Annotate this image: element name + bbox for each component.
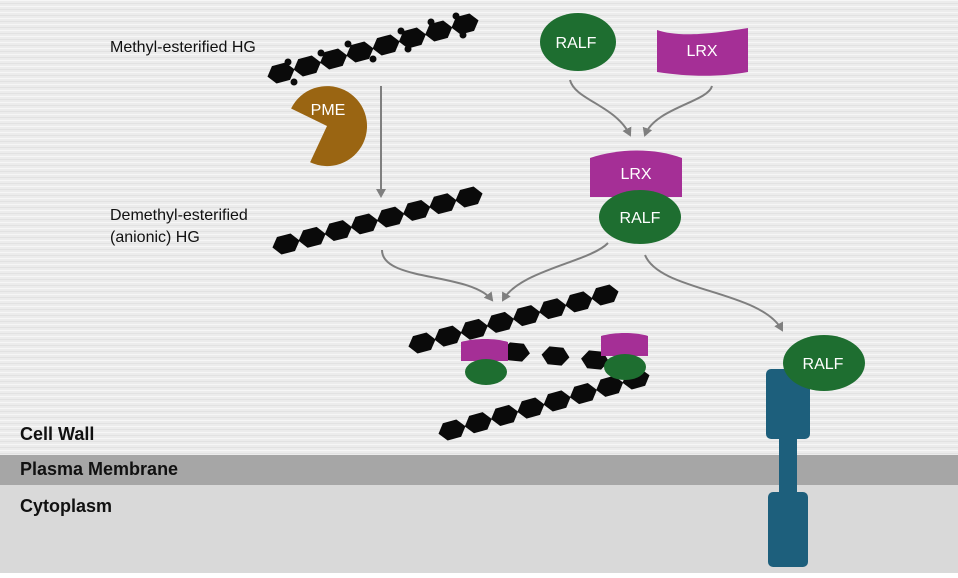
pectin-unit [293,55,321,77]
methyl-group-dot [369,55,377,63]
pectin-unit [272,233,300,255]
pectin-unit [403,199,431,221]
pectin-unit [350,213,378,235]
methyl-group-dot [404,45,412,53]
arrow-complex-to-binding [502,242,609,302]
pectin-unit [438,419,466,441]
lrx-complex-label: LRX [620,166,651,183]
ralf-complex-label: RALF [620,210,661,227]
methyl-group-dot [427,18,435,26]
lrx-protein-free [657,28,748,76]
lrx-bound-left [461,339,508,361]
plasma-membrane-label: Plasma Membrane [20,459,179,479]
methyl-group-dot [452,12,460,20]
pectin-unit [434,325,462,347]
pme-enzyme [291,86,368,167]
methyl-group-dot [290,78,298,86]
pectin-unit [541,346,570,366]
methyl-group-dot [397,27,405,35]
pectin-unit [513,305,541,327]
receptor [766,369,810,567]
plasma-membrane-band [0,455,958,485]
lrx-bound-right [601,333,648,356]
pectin-unit [596,375,624,397]
pectin-unit [408,332,436,354]
arrow-lrx-to-complex [642,85,713,137]
pectin-unit [398,27,426,49]
pectin-unit [502,342,530,362]
pectin-unit [377,206,405,228]
demethyl-hg-label-line1: Demethyl-esterified [110,207,248,224]
ralf-bound-right [604,354,646,380]
ralf-bound-left [465,359,507,385]
ralf-receptor-label: RALF [803,356,844,373]
methyl-group-dot [317,49,325,57]
ralf-peptide-complex [599,190,681,244]
pectin-unit [320,48,348,70]
pectin-unit [569,383,597,405]
pectin-unit [372,34,400,56]
pectin-unit [543,390,571,412]
cytoplasm-label: Cytoplasm [20,496,113,516]
pectin-unit [517,397,545,419]
pectin-unit [565,291,593,313]
cytoplasm-region [0,485,958,573]
lrx-protein-complex [590,150,682,197]
pme-label: PME [311,102,346,119]
receptor-intracellular-domain [768,492,808,567]
ralf-label: RALF [556,35,597,52]
pectin-unit [267,62,295,84]
methyl-group-dot [284,58,292,66]
lrx-label: LRX [686,43,717,60]
ralf-peptide-free [540,13,616,71]
pectin-unit [346,41,374,63]
pectin-unit [425,20,453,42]
arrows [376,79,783,332]
methyl-groups [284,12,467,86]
demethyl-esterified-hg-chain [272,186,483,255]
pectin-unit [491,404,519,426]
methyl-hg-label: Methyl-esterified HG [110,39,256,56]
arrow-hg-to-binding [381,249,494,302]
ralf-peptide-receptor-bound [783,335,865,391]
pectin-unit [591,284,619,306]
methyl-group-dot [459,31,467,39]
pectin-unit [539,298,567,320]
pectin-unit [451,13,479,35]
receptor-transmembrane-stalk [779,432,797,500]
methyl-group-dot [344,40,352,48]
pectin-unit [464,412,492,434]
arrow-ralf-to-complex [569,79,632,137]
pectin-unit [455,186,483,208]
cell-wall-label: Cell Wall [20,424,95,444]
bound-hg-chain-lower [438,368,650,441]
pectin-unit [324,220,352,242]
methyl-esterified-hg-chain [267,13,479,84]
pectin-unit [460,318,488,340]
arrow-ralf-to-receptor [644,254,783,332]
demethyl-hg-label-line2: (anionic) HG [110,229,200,246]
pectin-unit [486,311,514,333]
pectin-unit [298,226,326,248]
pectin-unit [429,193,457,215]
receptor-extracellular-domain [766,369,810,439]
